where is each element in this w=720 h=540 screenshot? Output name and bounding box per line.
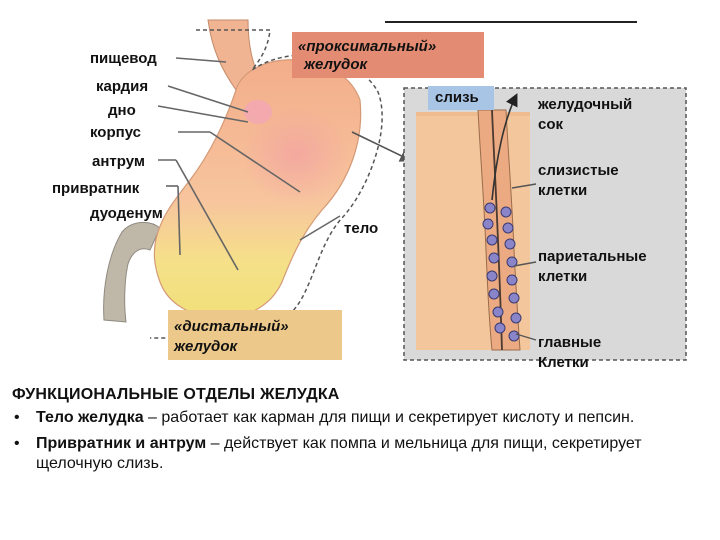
mucous-cells-label-line1: слизистые: [538, 162, 619, 179]
duodenum-label: дуоденум: [90, 205, 163, 222]
bullet-term: Тело желудка: [36, 409, 144, 426]
cardia-label: кардия: [96, 78, 149, 95]
gland-lumen: [491, 109, 503, 351]
bullet-text: – действует как помпа и мельница для пищ…: [36, 435, 642, 472]
zoom-arrow: [351, 131, 413, 162]
cardia-region: [244, 100, 272, 124]
notes-list: • Тело желудка – работает как карман для…: [12, 408, 702, 480]
section-heading: ФУНКЦИОНАЛЬНЫЕ ОТДЕЛЫ ЖЕЛУДКА: [12, 386, 340, 403]
distal-label-line1: «дистальный»: [174, 318, 289, 335]
parietal-cells-label-line1: париетальные: [538, 248, 647, 265]
proximal-label-line1: «проксимальный»: [298, 38, 437, 55]
fundus-label: дно: [108, 102, 136, 119]
gland-cells: [482, 202, 522, 342]
body-label: тело: [344, 220, 379, 237]
bullet-term: Привратник и антрум: [36, 435, 207, 452]
list-item: • Тело желудка – работает как карман для…: [12, 408, 702, 428]
corpus-label: корпус: [90, 124, 142, 141]
body-region: [228, 105, 352, 215]
list-item: • Привратник и антрум – действует как по…: [12, 434, 702, 474]
bullet-text: – работает как карман для пищи и секрети…: [143, 409, 635, 426]
chief-cells-label-line2: Клетки: [538, 354, 589, 371]
parietal-cells-label-line2: клетки: [538, 268, 588, 285]
gastric-juice-label-line1: желудочный: [538, 96, 633, 113]
gastric-juice-label-line2: сок: [538, 116, 564, 133]
bullet-icon: •: [14, 409, 20, 426]
gland: [477, 109, 521, 351]
proximal-label-line2: желудок: [304, 56, 368, 73]
distal-label-line2: желудок: [174, 338, 238, 355]
inset-leaders: [511, 183, 537, 341]
mucous-cells-label-line2: клетки: [538, 182, 588, 199]
proximal-stomach-box: «проксимальный» желудок: [292, 32, 484, 78]
antrum-label: антрум: [92, 153, 145, 170]
mucus-label: слизь: [435, 89, 479, 106]
duodenum-shape: [103, 222, 161, 323]
pylorus-label: привратник: [52, 180, 140, 197]
mucus-box: слизь: [428, 86, 494, 110]
gastric-juice-arrow: [491, 93, 518, 201]
chief-cells-label-line1: главные: [538, 334, 602, 351]
inset-dashed-border: [403, 87, 687, 361]
distal-stomach-box: «дистальный» желудок: [168, 310, 342, 360]
leader-lines: [157, 57, 341, 271]
bullet-icon: •: [14, 435, 20, 452]
esophagus-label: пищевод: [90, 50, 157, 67]
